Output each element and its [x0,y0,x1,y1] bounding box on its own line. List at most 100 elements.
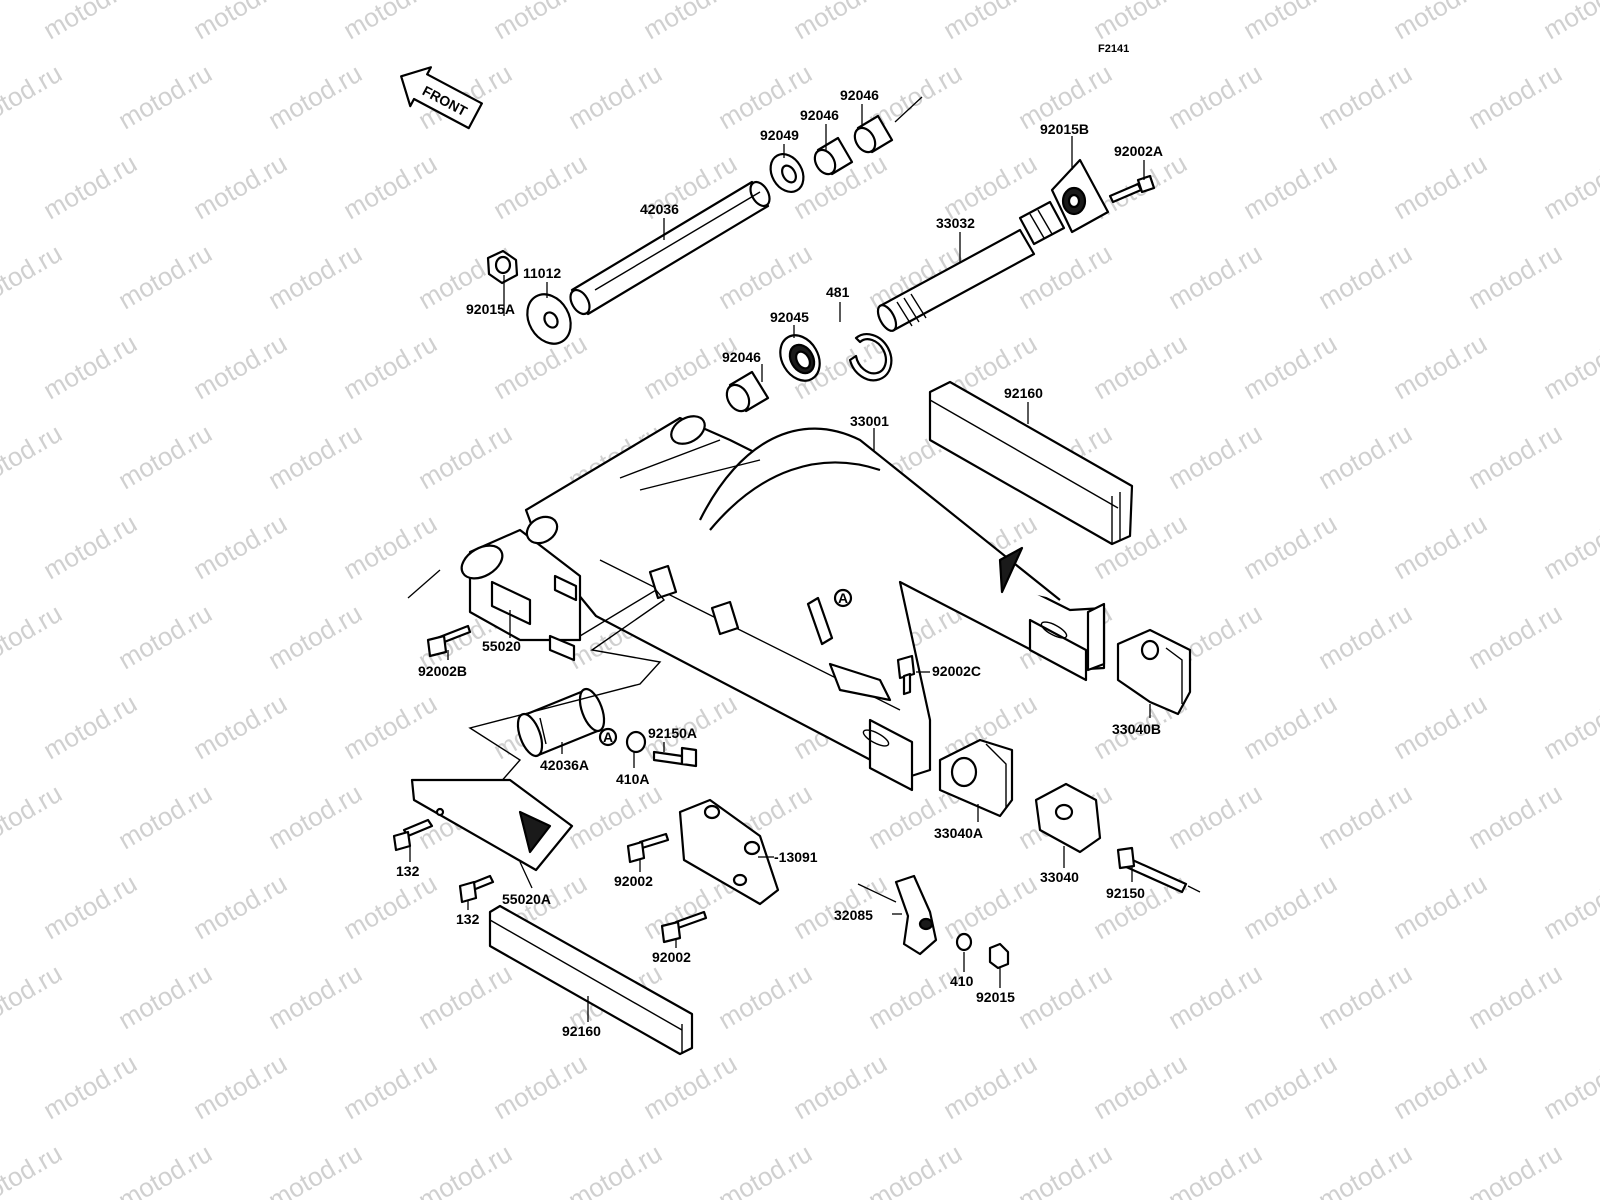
watermark-text: motod.ru [1313,1138,1417,1200]
watermark-text: motod.ru [0,958,67,1035]
label-92015b: 92015B [1040,121,1089,137]
watermark-text: motod.ru [1313,598,1417,675]
axle-42036 [569,180,771,316]
label-132-a: 132 [396,863,420,879]
washer-11012 [526,293,572,345]
watermark-text: motod.ru [488,0,592,45]
watermark-text: motod.ru [563,1138,667,1200]
watermark-text: motod.ru [638,1048,742,1125]
bolt-92002-a [626,832,670,864]
watermark-text: motod.ru [1388,148,1492,225]
watermark-text: motod.ru [113,778,217,855]
watermark-text: motod.ru [1013,958,1117,1035]
watermark-text: motod.ru [1463,778,1567,855]
watermark-text: motod.ru [1238,508,1342,585]
watermark-text: motod.ru [1463,418,1567,495]
watermark-text: motod.ru [188,328,292,405]
label-92045: 92045 [770,309,809,325]
watermark-text: motod.ru [338,508,442,585]
bolt-92002b [426,624,472,658]
label-132-b: 132 [456,911,480,927]
watermark-text: motod.ru [263,418,367,495]
bolt-132-b [458,874,495,904]
label-33032: 33032 [936,215,975,231]
watermark-text: motod.ru [1163,778,1267,855]
nut-92015 [988,942,1010,970]
watermark-text: motod.ru [863,958,967,1035]
watermark-text: motod.ru [188,508,292,585]
watermark-text: motod.ru [1538,0,1600,45]
circlip-481 [848,333,893,382]
parts-drawing: A A [392,96,1201,1056]
label-13091: -13091 [774,849,818,865]
watermark-text: motod.ru [263,1138,367,1200]
label-481: 481 [826,284,850,300]
chain-slipper-92160-lower [488,904,694,1056]
block-32085 [857,874,938,956]
watermark-text: motod.ru [1313,238,1417,315]
part-labels: 92046 92046 92049 42036 11012 92015A 920… [396,87,1163,1039]
watermark-text: motod.ru [1163,1138,1267,1200]
watermark-text: motod.ru [0,418,67,495]
seal-92049 [769,153,805,193]
label-55020a: 55020A [502,891,551,907]
watermark-text: motod.ru [188,688,292,765]
label-33040b: 33040B [1112,721,1161,737]
label-92015a: 92015A [466,301,515,317]
label-92046-a: 92046 [840,87,879,103]
bolt-92002-b [660,910,708,944]
watermark-text: motod.ru [938,0,1042,45]
watermark-text: motod.ru [1388,0,1492,45]
watermark-text: motod.ru [0,238,67,315]
watermark-text: motod.ru [1313,418,1417,495]
shaft-33032 [876,200,1066,332]
watermark-text: motod.ru [338,328,442,405]
watermark-text: motod.ru [113,598,217,675]
label-42036a: 42036A [540,757,589,773]
watermark-text: motod.ru [113,1138,217,1200]
watermark-text: motod.ru [113,58,217,135]
watermark-text: motod.ru [938,868,1042,945]
watermark-text: motod.ru [1163,58,1267,135]
watermark-text: motod.ru [263,238,367,315]
bolt-92002a [1108,174,1156,204]
label-32085: 32085 [834,907,873,923]
watermark-text: motod.ru [338,0,442,45]
watermark-text: motod.ru [188,868,292,945]
watermark-text: motod.ru [1538,508,1600,585]
label-33040a: 33040A [934,825,983,841]
ref-marker-a-1: A [833,588,853,608]
watermark-text: motod.ru [263,778,367,855]
watermark-text: motod.ru [1388,688,1492,765]
watermark-text: motod.ru [263,58,367,135]
watermark-text: motod.ru [0,58,67,135]
label-92002-a: 92002 [614,873,653,889]
watermark-text: motod.ru [1538,148,1600,225]
watermark-text: motod.ru [113,418,217,495]
label-92046-b: 92046 [800,107,839,123]
watermark-text: motod.ru [0,1138,67,1200]
label-92002-b: 92002 [652,949,691,965]
watermark-text: motod.ru [1013,1138,1117,1200]
watermark-text: motod.ru [1163,238,1267,315]
watermark-text: motod.ru [1388,328,1492,405]
watermark-text: motod.ru [413,1138,517,1200]
ref-marker-a-2: A [598,727,618,747]
watermark-text: motod.ru [1538,688,1600,765]
watermark-text: motod.ru [1238,0,1342,45]
watermark-text: motod.ru [1313,958,1417,1035]
watermark-text: motod.ru [1538,328,1600,405]
watermark-text: motod.ru [1463,958,1567,1035]
label-92049: 92049 [760,127,799,143]
watermark-text: motod.ru [38,148,142,225]
watermark-text: motod.ru [1238,328,1342,405]
watermark-text: motod.ru [113,238,217,315]
label-410a: 410A [616,771,649,787]
watermark-text: motod.ru [1088,328,1192,405]
bolt-92002c [896,654,916,696]
chain-guard-55020a [410,778,574,872]
label-92150a: 92150A [648,725,697,741]
watermark-text: motod.ru [788,1048,892,1125]
watermark-text: motod.ru [1538,868,1600,945]
